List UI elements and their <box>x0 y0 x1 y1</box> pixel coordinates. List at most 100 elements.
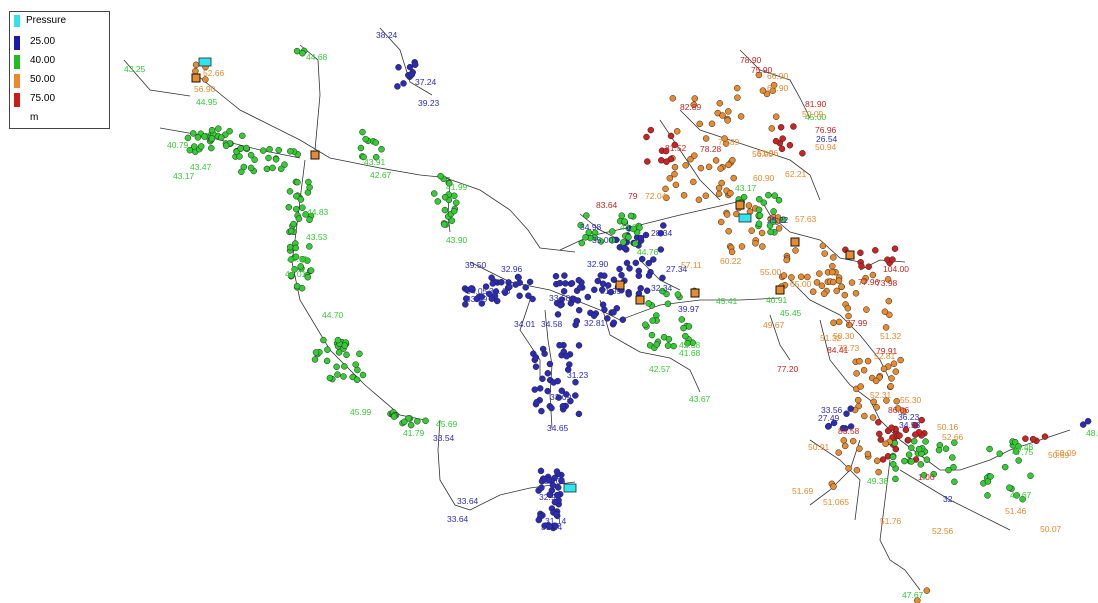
junction-node <box>984 478 992 485</box>
junction-node <box>610 276 618 283</box>
junction-node <box>597 238 605 245</box>
junction-node <box>340 373 347 380</box>
pressure-label: 32.34 <box>651 283 673 293</box>
junction-node <box>734 94 741 101</box>
junction-node <box>243 144 250 152</box>
pressure-label: 39.23 <box>418 98 440 108</box>
junction-node <box>343 351 350 359</box>
junction-node <box>775 196 783 204</box>
pressure-label: 44.68 <box>306 52 328 62</box>
junction-node <box>208 144 215 152</box>
junction-node <box>626 265 633 272</box>
junction-node <box>625 233 632 241</box>
legend-item: 40.00 <box>14 55 110 69</box>
junction-node <box>770 218 777 225</box>
pressure-label: 79 <box>628 191 638 201</box>
junction-node <box>334 336 342 344</box>
junction-node <box>719 112 726 119</box>
junction-node <box>756 212 764 219</box>
junction-node <box>854 396 862 404</box>
junction-node <box>559 402 567 410</box>
junction-node <box>1022 435 1029 442</box>
pressure-label: 50.09 <box>1055 448 1077 458</box>
junction-node <box>657 246 665 253</box>
junction-node <box>619 316 627 323</box>
pressure-label: 31.23 <box>567 370 589 380</box>
junction-node <box>554 377 561 385</box>
junction-node <box>1027 472 1034 480</box>
junction-node <box>883 397 890 404</box>
pressure-label: 45.41 <box>716 296 738 306</box>
junction-node <box>531 386 539 393</box>
pressure-label: 35.00 <box>592 235 614 245</box>
junction-node <box>788 274 795 281</box>
junction-node <box>294 178 301 186</box>
junction-node <box>407 421 415 429</box>
junction-node <box>610 319 618 326</box>
junction-node <box>538 484 545 492</box>
pressure-label: 43.47 <box>190 162 212 172</box>
junction-node <box>430 190 438 197</box>
junction-node <box>930 470 937 478</box>
legend-swatch <box>14 36 20 50</box>
junction-node <box>841 291 849 299</box>
junction-node <box>830 254 837 261</box>
junction-node <box>717 218 725 226</box>
junction-node <box>809 288 817 295</box>
junction-node <box>406 63 414 71</box>
junction-node <box>792 247 799 254</box>
pressure-label: 60.22 <box>720 256 742 266</box>
junction-node <box>462 301 469 308</box>
pressure-label: 86.06 <box>888 405 910 415</box>
junction-node <box>468 285 475 292</box>
junction-node <box>664 300 672 308</box>
junction-node <box>680 192 688 199</box>
junction-node <box>642 231 650 239</box>
junction-node <box>450 207 458 215</box>
junction-node <box>395 64 402 71</box>
junction-node <box>573 317 581 325</box>
pressure-label: 34.46 <box>489 286 511 296</box>
junction-node <box>889 256 896 263</box>
pressure-label: 51.46 <box>1005 506 1027 516</box>
pressure-legend[interactable]: Pressure 25.00 40.00 50.00 75.00 m <box>9 11 110 129</box>
junction-node <box>556 279 564 287</box>
junction-node <box>1015 457 1022 464</box>
junction-node <box>201 133 208 140</box>
pressure-label: 41.79 <box>403 428 425 438</box>
pressure-label: 50.69 <box>1048 450 1070 460</box>
junction-node <box>718 179 725 187</box>
junction-node <box>552 272 560 280</box>
junction-node <box>892 475 899 483</box>
junction-node <box>287 227 295 235</box>
pressure-label: 52.66 <box>942 432 964 442</box>
junction-node <box>610 309 617 316</box>
junction-node <box>236 153 243 160</box>
junction-node <box>904 436 912 444</box>
junction-node <box>849 437 857 445</box>
junction-node <box>857 249 864 257</box>
junction-node <box>306 216 313 224</box>
junction-node <box>819 242 827 250</box>
junction-node <box>860 366 868 374</box>
pressure-label: 32. <box>943 494 955 504</box>
junction-node <box>192 67 199 75</box>
junction-node <box>922 438 929 445</box>
junction-node <box>724 117 731 124</box>
junction-node <box>684 340 691 347</box>
pressure-label: 56.90 <box>194 84 216 94</box>
pressure-label: 28.34 <box>651 228 673 238</box>
junction-node <box>290 220 297 228</box>
valve-icon <box>845 250 855 260</box>
junction-node <box>1041 433 1049 440</box>
junction-node <box>770 81 778 89</box>
junction-node <box>950 463 957 471</box>
pressure-label: 49.38 <box>867 476 889 486</box>
pipe-segment <box>379 27 433 96</box>
junction-node <box>485 290 493 298</box>
junction-node <box>830 278 837 286</box>
junction-node <box>360 153 367 161</box>
junction-node <box>856 445 863 452</box>
junction-node <box>422 417 429 425</box>
